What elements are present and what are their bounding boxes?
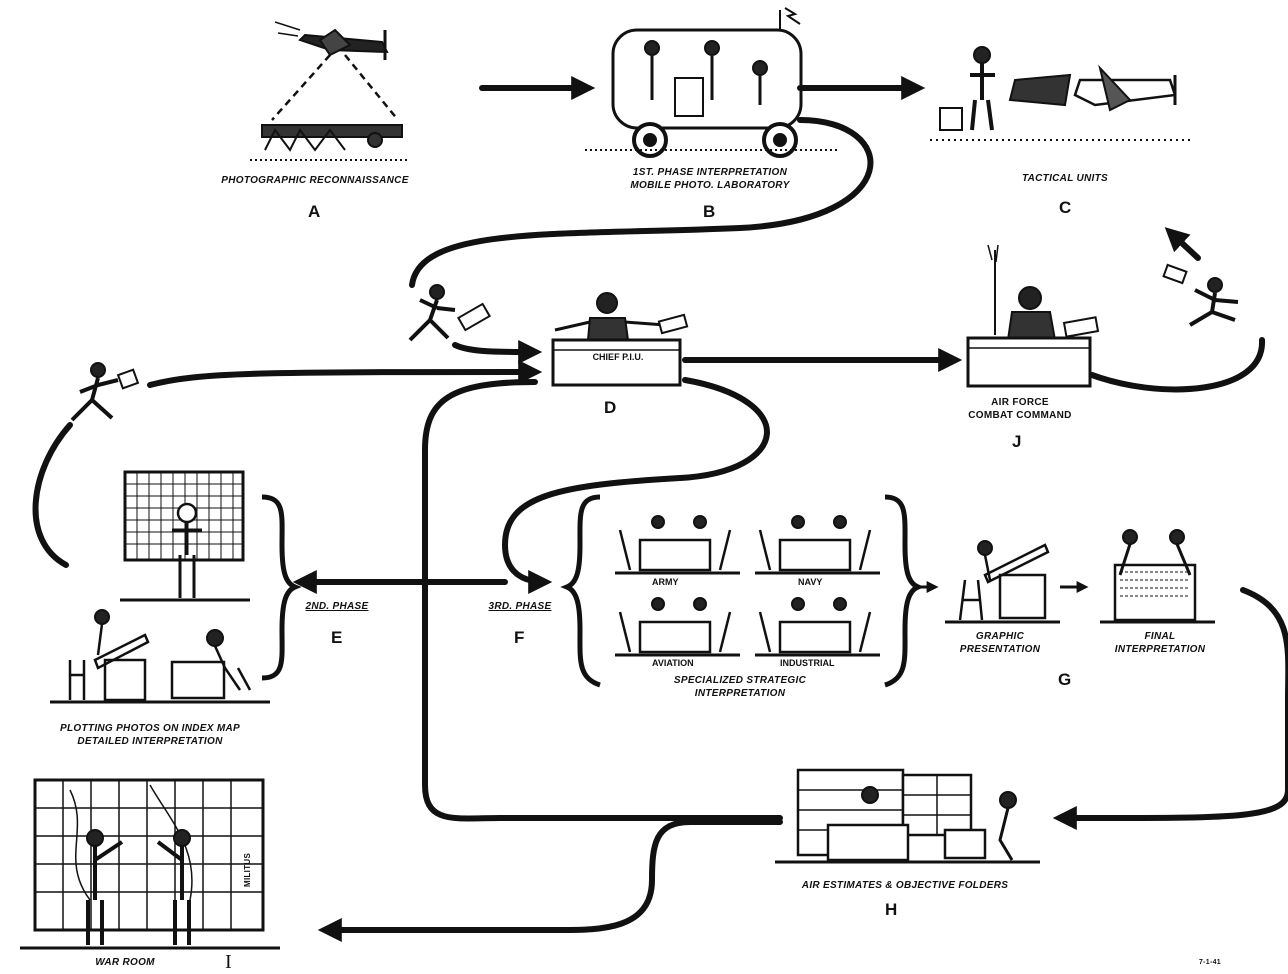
plotting-desks-illustration <box>50 610 270 702</box>
aviation-table <box>615 598 740 655</box>
group-army-label: ARMY <box>652 577 679 587</box>
footnote: 7-1-41 <box>1180 956 1240 969</box>
brace-e <box>262 497 295 678</box>
letter-i: I <box>225 951 232 974</box>
navy-table <box>755 516 880 573</box>
illustrations <box>20 8 1238 948</box>
mobile-lab-illustration <box>585 8 840 156</box>
runner-illustration-2 <box>72 363 138 420</box>
arrow-runner-to-c <box>1170 232 1198 258</box>
curve-runner-to-e <box>36 425 70 565</box>
curve-h-to-i <box>325 822 780 930</box>
final-interpretation-illustration <box>1100 530 1215 622</box>
group-navy-label: NAVY <box>798 577 822 587</box>
letter-j: J <box>1012 432 1021 452</box>
letter-g: G <box>1058 670 1071 690</box>
war-map-text: MILITUS <box>244 867 252 887</box>
tactical-unit-illustration <box>930 47 1190 140</box>
letter-b: B <box>703 202 715 222</box>
runner-illustration-3 <box>1164 265 1238 325</box>
brace-f-right <box>885 497 918 685</box>
graphic-presentation-illustration <box>945 541 1060 622</box>
curve-g-to-h <box>1060 590 1288 818</box>
combat-command-illustration <box>968 245 1098 386</box>
curve-d-to-h-return <box>425 382 780 818</box>
second-phase-label: 2ND. PHASE <box>302 600 372 613</box>
third-phase-label: 3RD. PHASE <box>480 600 560 613</box>
war-room-illustration <box>20 780 280 948</box>
runner-illustration-1 <box>410 285 490 340</box>
caption-specialized-strategic: SPECIALIZED STRATEGIC INTERPRETATION <box>630 674 850 700</box>
caption-plotting-photos: PLOTTING PHOTOS ON INDEX MAP DETAILED IN… <box>30 722 270 748</box>
index-map-illustration <box>120 472 250 600</box>
airplane-illustration <box>250 22 410 160</box>
caption-air-force-combat-command: AIR FORCE COMBAT COMMAND <box>950 396 1090 422</box>
group-aviation-label: AVIATION <box>652 658 694 668</box>
caption-graphic-presentation: GRAPHIC PRESENTATION <box>940 630 1060 656</box>
group-industrial-label: INDUSTRIAL <box>780 658 835 668</box>
curve-d-to-split <box>505 380 767 582</box>
chief-desk-illustration <box>553 293 687 385</box>
industrial-table <box>755 598 880 655</box>
letter-h: H <box>885 900 897 920</box>
caption-war-room: WAR ROOM <box>70 956 180 969</box>
arrow-left-runner-to-d <box>150 372 535 385</box>
arrow-runner-to-d <box>455 345 535 352</box>
caption-tactical-units: TACTICAL UNITS <box>990 172 1140 185</box>
objective-folders-illustration <box>775 770 1040 862</box>
caption-air-estimates: AIR ESTIMATES & OBJECTIVE FOLDERS <box>770 879 1040 892</box>
letter-c: C <box>1059 198 1071 218</box>
curve-j-to-runner <box>1092 340 1262 389</box>
letter-a: A <box>308 202 320 222</box>
letter-f: F <box>514 628 524 648</box>
letter-e: E <box>331 628 342 648</box>
caption-photographic-reconnaissance: PHOTOGRAPHIC RECONNAISSANCE <box>195 174 435 187</box>
army-table <box>615 516 740 573</box>
chief-piu-label: CHIEF P.I.U. <box>583 352 653 362</box>
brace-f-left <box>567 497 600 685</box>
caption-final-interpretation: FINAL INTERPRETATION <box>1095 630 1225 656</box>
braces <box>262 497 918 685</box>
letter-d: D <box>604 398 616 418</box>
caption-mobile-photo-laboratory: 1ST. PHASE INTERPRETATION MOBILE PHOTO. … <box>585 166 835 192</box>
